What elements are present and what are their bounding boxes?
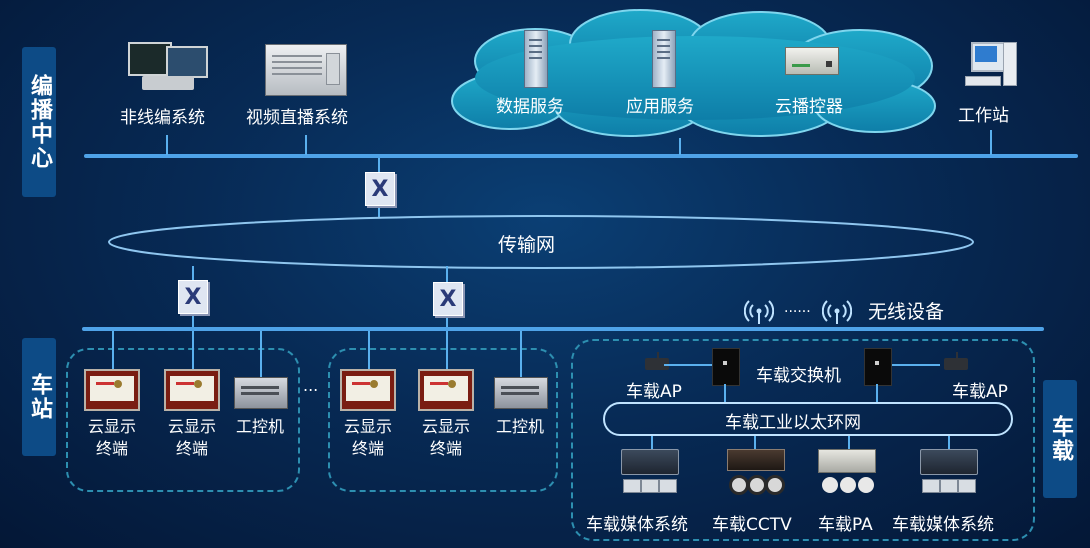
onboard-ethernet-ring-label: 车载工业以太环网: [725, 413, 861, 433]
nonlinear-editing-icon: [128, 42, 208, 94]
ap-right-icon: [940, 352, 968, 370]
transport-network-label: 传输网: [498, 234, 556, 256]
transport-network-ring: [108, 215, 974, 269]
workstation-icon: [965, 42, 1017, 92]
app-server-icon: [652, 30, 676, 88]
station-group-2: [328, 348, 558, 492]
cloud-display-label-4: 云显示 终端: [421, 417, 470, 458]
ipc-label-2: 工控机: [495, 417, 544, 436]
ap-left-label: 车载AP: [626, 382, 682, 402]
cloud-drop: [679, 138, 681, 155]
ap-right-link: [888, 364, 940, 366]
station-drop-1a: [112, 331, 114, 369]
station-bus: [82, 327, 1044, 331]
onboard-pa-icon: [818, 449, 876, 499]
center-bus: [84, 154, 1078, 158]
cloud-display-label-3: 云显示 终端: [343, 417, 392, 458]
data-service-label: 数据服务: [496, 97, 564, 117]
onboard-section-label: 车载: [1043, 380, 1077, 498]
onboard-switch-label: 车载交换机: [756, 366, 841, 386]
cloud-display-label-1: 云显示 终端: [87, 417, 136, 458]
station-switch-icon-1: X: [178, 280, 208, 314]
live-broadcast-icon: [265, 44, 347, 96]
onboard-switch-drop-1: [724, 384, 726, 404]
cloud-display-icon-1: [84, 369, 140, 411]
onboard-media-icon-2: [920, 449, 978, 499]
station-drop-2b: [446, 331, 448, 369]
station-drop-1c: [260, 331, 262, 377]
onboard-cctv-label: 车载CCTV: [712, 515, 792, 535]
workstation-label: 工作站: [958, 106, 1009, 126]
data-server-icon: [524, 30, 548, 88]
nonlinear-editing-label: 非线编系统: [120, 108, 205, 128]
onboard-cctv-icon: [727, 449, 785, 499]
cctv-drop: [754, 436, 756, 450]
cloud-display-icon-2: [164, 369, 220, 411]
ipc-icon-2: [494, 377, 548, 409]
onboard-media-label-1: 车载媒体系统: [586, 515, 688, 535]
wireless-dots: ......: [784, 300, 811, 316]
ap-left-icon: [641, 352, 669, 370]
station-drop-2a: [368, 331, 370, 369]
media1-drop: [651, 436, 653, 450]
cloud-display-label-2: 云显示 终端: [167, 417, 216, 458]
station-group-1: [66, 348, 300, 492]
pa-drop: [848, 436, 850, 450]
onboard-switch-drop-2: [876, 384, 878, 404]
station-ellipsis: ...: [303, 376, 319, 395]
cloud-controller-icon: [785, 47, 839, 75]
center-section-label: 编播中心: [22, 47, 56, 197]
onboard-switch-icon-1: [712, 348, 740, 386]
wireless-icon-2: [822, 300, 852, 324]
cloud-display-icon-3: [340, 369, 396, 411]
station-drop-1b: [192, 331, 194, 369]
ap-left-link: [664, 364, 714, 366]
onboard-ethernet-ring: [603, 402, 1013, 436]
cloud-display-icon-4: [418, 369, 474, 411]
onboard-media-label-2: 车载媒体系统: [892, 515, 994, 535]
onboard-switch-icon-2: [864, 348, 892, 386]
ap-right-label: 车载AP: [952, 382, 1008, 402]
onboard-media-icon-1: [621, 449, 679, 499]
wireless-label: 无线设备: [868, 301, 945, 323]
workstation-drop: [990, 130, 992, 155]
live-broadcast-label: 视频直播系统: [246, 108, 348, 128]
nonlinear-drop: [166, 135, 168, 155]
ipc-label-1: 工控机: [235, 417, 284, 436]
app-service-label: 应用服务: [626, 97, 694, 117]
center-switch-icon: X: [365, 172, 395, 206]
ipc-icon-1: [234, 377, 288, 409]
station-drop-2c: [520, 331, 522, 377]
media2-drop: [948, 436, 950, 450]
station-switch-icon-2: X: [433, 282, 463, 316]
cloud-shape: [451, 9, 936, 137]
onboard-pa-label: 车载PA: [818, 515, 873, 535]
wireless-icon-1: [744, 300, 774, 324]
station-section-label: 车站: [22, 338, 56, 456]
cloud-controller-label: 云播控器: [775, 97, 843, 117]
onboard-group: [571, 339, 1035, 541]
live-drop: [305, 135, 307, 155]
